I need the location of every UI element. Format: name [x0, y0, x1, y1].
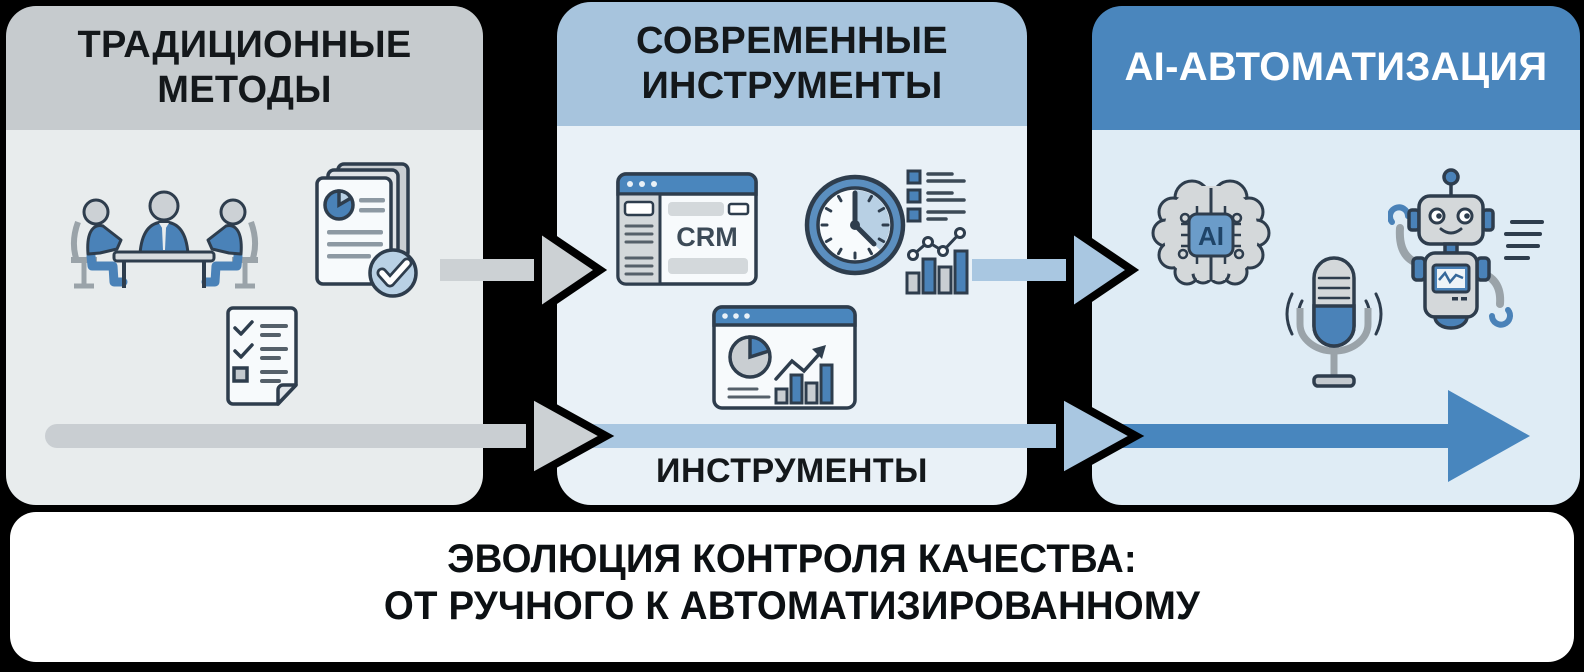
analytics-dashboard-icon	[712, 305, 857, 410]
checklist-document-icon	[226, 306, 298, 406]
ai-chip-label: AI	[1198, 221, 1224, 251]
stage-title-line: AI-АВТОМАТИЗАЦИЯ	[1124, 45, 1548, 90]
crm-label: CRM	[676, 222, 738, 252]
voice-microphone-icon	[1285, 256, 1383, 388]
robot-assistant-icon	[1388, 168, 1544, 330]
meeting-discussion-icon	[70, 190, 267, 308]
caption-line-1: ЭВОЛЮЦИЯ КОНТРОЛЯ КАЧЕСТВА:	[447, 537, 1137, 581]
stage-title-line: МЕТОДЫ	[157, 69, 332, 111]
flow-arrow-modern-to-ai	[972, 222, 1140, 318]
caption-line-2: ОТ РУЧНОГО К АВТОМАТИЗИРОВАННОМУ	[383, 584, 1201, 629]
timeline-arrowhead-final	[1448, 390, 1530, 482]
caption-band	[10, 512, 1574, 662]
stage-title-line: ТРАДИЦИОННЫЕ	[77, 24, 412, 67]
evolution-timeline-arrow	[45, 388, 1530, 485]
caption: ЭВОЛЮЦИЯ КОНТРОЛЯ КАЧЕСТВА: ОТ РУЧНОГО К…	[0, 536, 1584, 630]
flow-arrow-traditional-to-modern	[440, 222, 608, 318]
approved-report-icon	[315, 162, 418, 298]
seated-person-icon	[70, 198, 128, 289]
timeline-label: ИНСТРУМЕНТЫ	[656, 452, 928, 490]
stage-title-line: ИНСТРУМЕНТЫ	[641, 65, 943, 107]
timeline-arrowhead-1	[526, 388, 615, 485]
stage-title-ai: AI-АВТОМАТИЗАЦИЯ	[1092, 6, 1580, 130]
stage-title-traditional: ТРАДИЦИОННЫЕ МЕТОДЫ	[6, 6, 483, 130]
stage-title-line: СОВРЕМЕННЫЕ	[636, 20, 948, 63]
stage-title-modern: СОВРЕМЕННЫЕ ИНСТРУМЕНТЫ	[557, 2, 1027, 126]
crm-window-icon: CRM	[616, 172, 758, 286]
time-tracking-analytics-icon	[804, 169, 969, 295]
ai-chip	[1187, 212, 1235, 258]
trend-chart-icon	[905, 227, 969, 295]
ai-brain-chip-icon: AI	[1151, 179, 1271, 286]
speech-lines-icon	[1504, 220, 1544, 260]
timeline-arrowhead-2	[1056, 388, 1145, 485]
task-list-icon	[906, 169, 966, 223]
